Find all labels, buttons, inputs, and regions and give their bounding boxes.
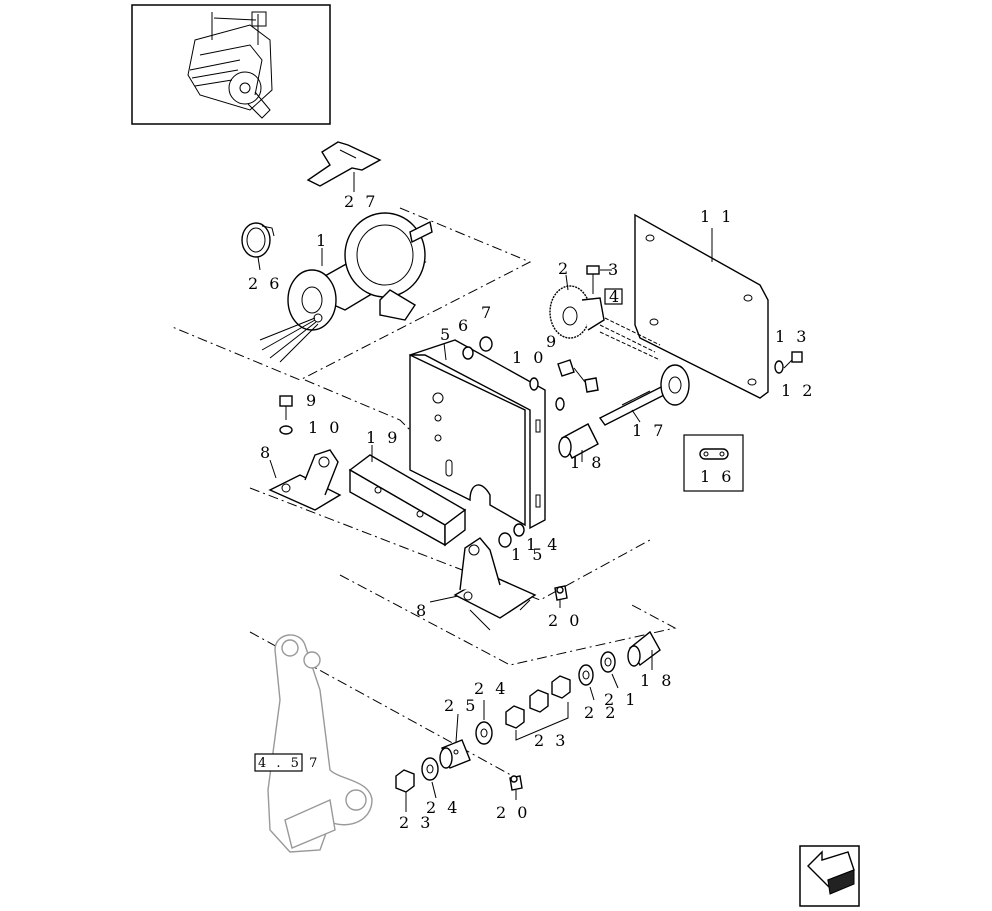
sprocket-part-2[interactable] <box>549 285 605 339</box>
hose-clamp-part-26[interactable] <box>241 222 275 258</box>
electric-motor-part-1[interactable] <box>259 212 433 363</box>
callout-27: 2 7 <box>344 192 378 211</box>
callout-18b: 1 8 <box>640 671 674 690</box>
bush-part-18-lower[interactable] <box>627 630 661 667</box>
callout-16: 1 6 <box>700 467 734 486</box>
callout-18a: 1 8 <box>570 453 604 472</box>
reference-box-4: 4 <box>609 287 622 306</box>
washers-part-10[interactable] <box>529 377 565 411</box>
nut-part-7[interactable] <box>479 336 493 352</box>
callout-8a: 8 <box>260 443 273 462</box>
callout-23a: 2 3 <box>534 731 568 750</box>
shaft-part-17[interactable] <box>598 364 690 426</box>
callout-1: 1 <box>316 231 329 250</box>
callout-12: 1 2 <box>781 381 815 400</box>
clip-part-27[interactable] <box>306 141 382 187</box>
callout-23b: 2 3 <box>399 813 433 832</box>
cover-plate-part-11[interactable] <box>634 213 769 399</box>
callout-10b: 1 0 <box>308 418 342 437</box>
lever-arm-ref-4-57[interactable] <box>267 634 373 853</box>
block-part-19[interactable] <box>348 454 467 547</box>
nut-part-15[interactable] <box>498 532 512 548</box>
washer-part-6[interactable] <box>462 346 474 360</box>
grease-nipple-part-20-upper[interactable] <box>554 585 568 601</box>
bolt-part-3[interactable] <box>586 265 600 294</box>
next-page-arrow-icon <box>807 850 855 895</box>
machine-thumbnail-icon <box>187 11 273 119</box>
washer-part-14[interactable] <box>513 523 525 537</box>
callout-3: 3 <box>608 260 621 279</box>
washer-part-21[interactable] <box>600 651 616 673</box>
washer-part-22[interactable] <box>578 664 594 686</box>
callout-13: 1 3 <box>775 327 809 346</box>
nut-part-23-lower[interactable] <box>395 769 415 793</box>
callout-22: 2 2 <box>584 703 618 722</box>
callout-11: 1 1 <box>700 207 734 226</box>
pivot-bracket-part-8-lower[interactable] <box>453 537 537 631</box>
callout-14: 1 4 <box>526 535 560 554</box>
callout-24b: 2 4 <box>426 798 460 817</box>
callout-10a: 1 0 <box>512 348 546 367</box>
washer-part-13[interactable] <box>774 360 784 374</box>
nut-part-24[interactable] <box>475 721 493 745</box>
bush-part-18[interactable] <box>558 423 599 459</box>
callout-5: 5 <box>440 325 453 344</box>
callout-7: 7 <box>481 303 494 322</box>
callout-20b: 2 0 <box>496 803 530 822</box>
callout-26: 2 6 <box>248 274 282 293</box>
callout-20a: 2 0 <box>548 611 582 630</box>
callout-21: 2 1 <box>604 690 638 709</box>
callout-2: 2 <box>558 259 571 278</box>
chain-part-4[interactable]: 4 <box>599 287 661 361</box>
next-page-button[interactable] <box>799 845 860 907</box>
callout-15: 1 5 <box>511 545 545 564</box>
pin-part-25[interactable] <box>439 739 471 769</box>
chain-link-icon <box>699 448 729 460</box>
washer-part-10-left[interactable] <box>279 425 293 435</box>
grease-nipple-part-20-lower[interactable] <box>509 775 523 791</box>
nut-part-24-lower[interactable] <box>421 757 439 781</box>
callout-19: 1 9 <box>366 428 400 447</box>
bolt-part-9-left[interactable] <box>279 395 293 420</box>
callout-9b: 9 <box>306 391 319 410</box>
callout-25: 2 5 <box>444 696 478 715</box>
callout-24a: 2 4 <box>474 679 508 698</box>
callout-17: 1 7 <box>632 421 666 440</box>
machine-thumbnail[interactable] <box>131 4 331 125</box>
screw-part-12[interactable] <box>783 351 803 369</box>
callout-9a: 9 <box>546 332 559 351</box>
callout-6: 6 <box>458 316 471 335</box>
pivot-bracket-part-8-upper[interactable] <box>268 449 342 511</box>
reference-box-4-57: 4 . 5 7 <box>258 756 320 771</box>
callout-8b: 8 <box>416 601 429 620</box>
chain-link-part-16[interactable]: 1 6 <box>683 434 744 492</box>
bolts-part-9[interactable] <box>557 359 599 393</box>
nuts-part-23[interactable] <box>505 675 571 729</box>
